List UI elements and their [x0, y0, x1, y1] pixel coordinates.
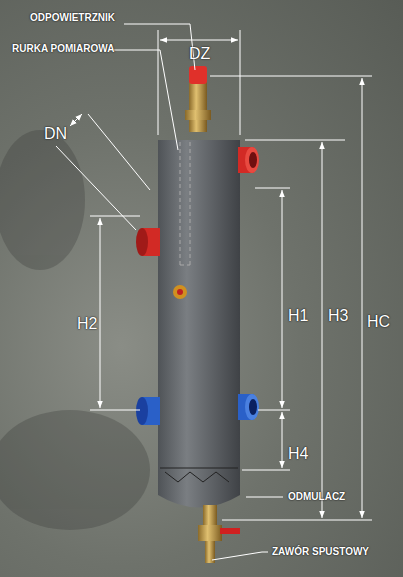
part-name: ODMULACZ [288, 492, 345, 502]
dimension-label: H3 [328, 308, 348, 324]
dimension-label: DZ [189, 46, 210, 62]
part-name: RURKA POMIAROWA [12, 44, 114, 54]
dimension-lines [56, 24, 372, 560]
dimension-label: HC [367, 314, 390, 330]
air-vent [185, 66, 211, 132]
dimension-label: H2 [77, 316, 97, 332]
figure-shadow [0, 130, 150, 530]
part-name: ODPOWIETRZNIK [30, 13, 115, 23]
dimension-label: H1 [288, 308, 308, 324]
drain-valve [198, 505, 240, 563]
ports [136, 147, 259, 425]
dimension-label: H4 [288, 446, 308, 462]
part-name: ZAWÓR SPUSTOWY [272, 547, 369, 557]
dimension-label: DN [44, 126, 67, 142]
separator-body [158, 140, 240, 508]
